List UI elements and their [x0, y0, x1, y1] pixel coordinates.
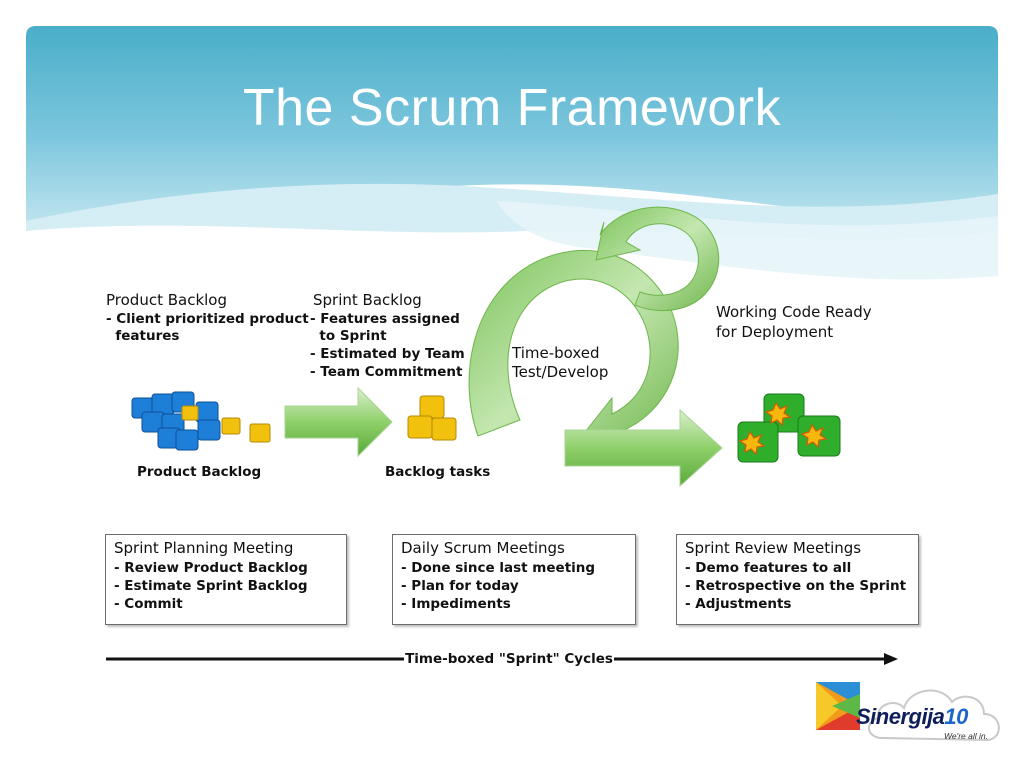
sprint-planning-heading: Sprint Planning Meeting: [114, 539, 294, 557]
sprint-backlog-line-3: - Estimated by Team: [310, 346, 465, 362]
output-label-line-2: for Deployment: [716, 323, 834, 341]
logo-name: Sinergija: [856, 704, 945, 729]
slide-title: The Scrum Framework: [242, 79, 782, 137]
title-banner: [26, 26, 998, 280]
logo-tagline: We're all in.: [944, 731, 988, 741]
product-backlog-heading: Product Backlog: [106, 291, 227, 310]
backlog-tasks-label: Backlog tasks: [385, 464, 491, 480]
sprint-backlog-heading: Sprint Backlog: [313, 291, 422, 310]
sprint-review-box: Sprint Review Meetings - Demo features t…: [676, 534, 919, 625]
output-label-line-1: Working Code Ready: [716, 303, 872, 321]
cycle-label-line-2: Test/Develop: [512, 363, 609, 381]
product-backlog-line-1: - Client prioritized product: [106, 311, 309, 327]
sprint-review-item: - Adjustments: [685, 596, 792, 612]
sprint-planning-box: Sprint Planning Meeting - Review Product…: [105, 534, 347, 625]
sprint-planning-item: - Commit: [114, 596, 183, 612]
cloud-logo-icon: [816, 682, 1000, 742]
logo-number: 10: [944, 704, 968, 729]
cycle-label-line-1: Time-boxed: [512, 344, 600, 362]
timeline-label: Time-boxed "Sprint" Cycles: [404, 650, 614, 668]
product-backlog-icon-label: Product Backlog: [137, 464, 262, 480]
sprint-review-item: - Demo features to all: [685, 560, 852, 576]
cycle-arrow-icon: [468, 206, 723, 488]
product-backlog-title: Product Backlog: [106, 291, 228, 309]
sprint-review-item: - Retrospective on the Sprint: [685, 578, 907, 594]
sprint-backlog-title: Sprint Backlog: [313, 291, 422, 309]
daily-scrum-item: - Done since last meeting: [401, 560, 596, 576]
sprint-planning-item: - Estimate Sprint Backlog: [114, 578, 308, 594]
daily-scrum-heading: Daily Scrum Meetings: [401, 539, 565, 557]
daily-scrum-item: - Plan for today: [401, 578, 519, 594]
flow-arrow-1: [284, 386, 393, 458]
product-backlog-line-2: features: [106, 328, 180, 344]
sprint-backlog-line-1: - Features assigned: [310, 311, 460, 327]
sprint-planning-item: - Review Product Backlog: [114, 560, 308, 576]
sprint-review-heading: Sprint Review Meetings: [685, 539, 862, 557]
daily-scrum-item: - Impediments: [401, 596, 511, 612]
blue-cubes-icon: [131, 391, 271, 451]
daily-scrum-box: Daily Scrum Meetings - Done since last m…: [392, 534, 636, 625]
logo-wordmark: Sinergija10: [856, 704, 968, 730]
sprint-backlog-line-2: to Sprint: [310, 328, 387, 344]
green-cubes-icon: [737, 393, 841, 463]
yellow-cubes-icon: [407, 395, 457, 441]
sprint-backlog-line-4: - Team Commitment: [310, 364, 463, 380]
